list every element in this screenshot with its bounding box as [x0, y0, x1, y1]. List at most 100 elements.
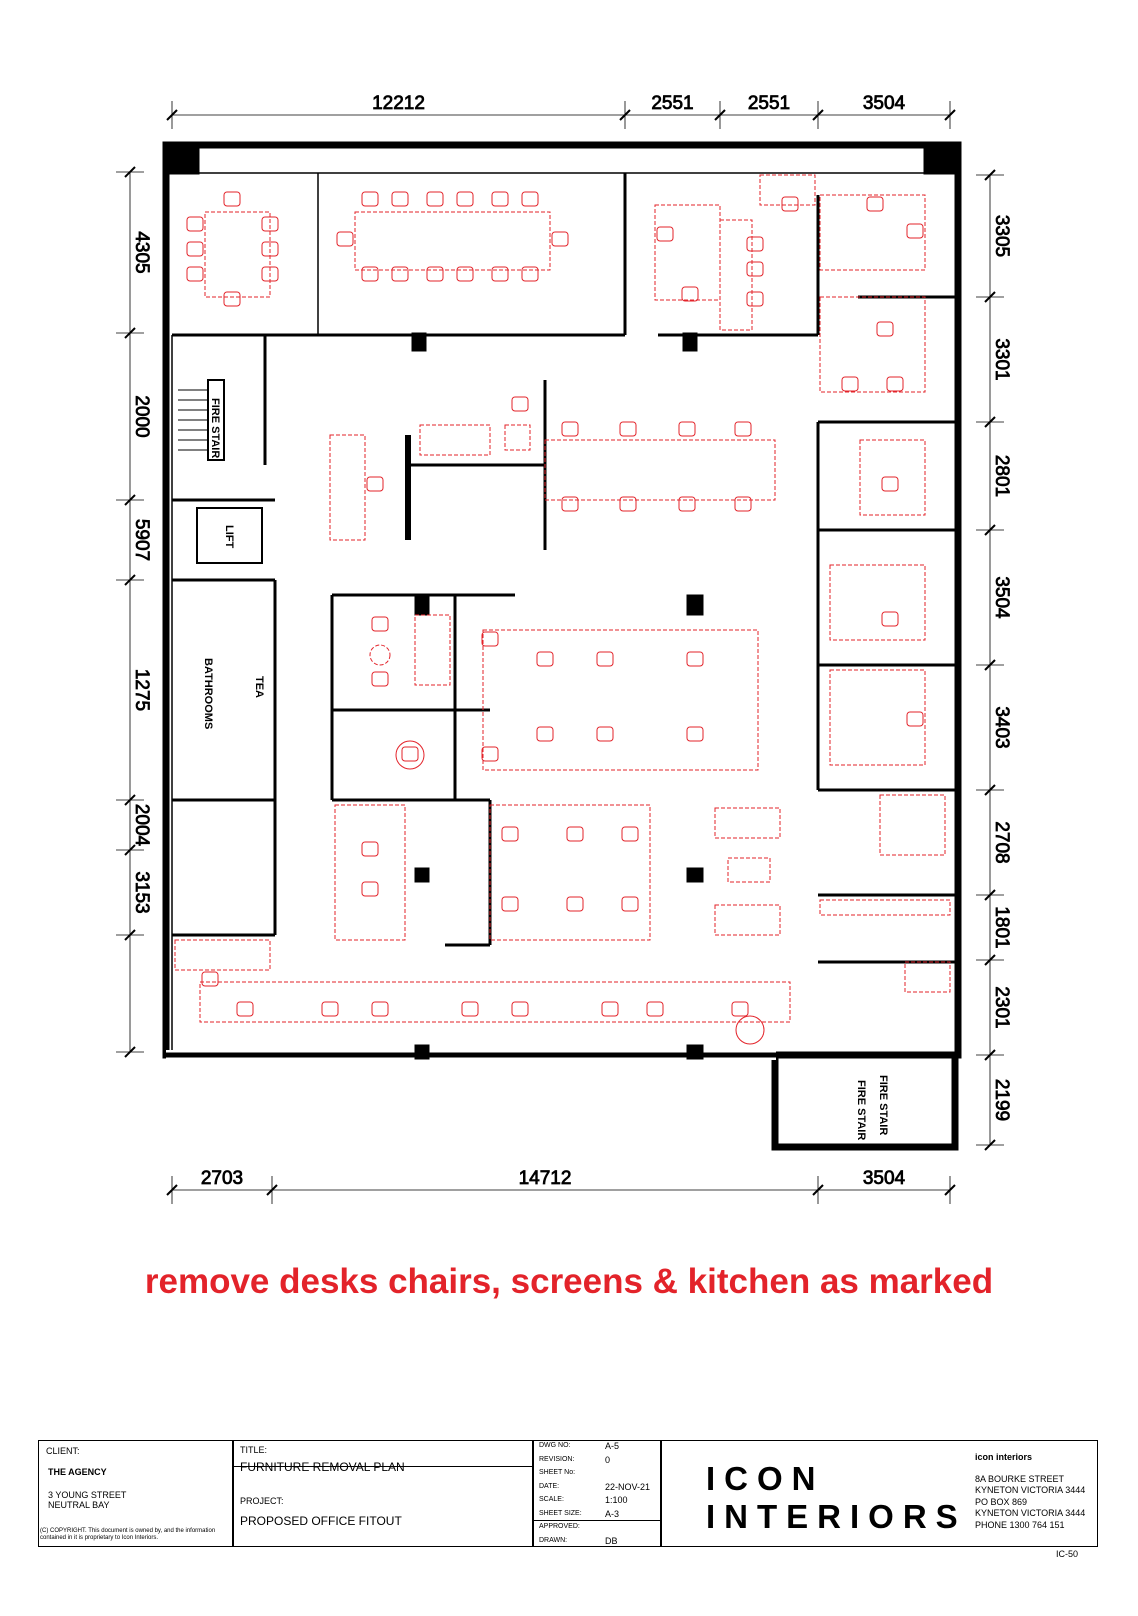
chair: [681, 286, 699, 302]
dimension-label: 2199: [991, 1079, 1012, 1121]
chair: [361, 841, 379, 857]
company-address: icon interiors 8A BOURKE STREET KYNETON …: [975, 1452, 1085, 1531]
chair: [781, 196, 799, 212]
chair: [361, 191, 379, 207]
chair: [746, 236, 764, 252]
client-name: THE AGENCY: [48, 1467, 107, 1477]
chair: [906, 223, 924, 239]
dimension-label: 1801: [991, 906, 1012, 948]
furniture-item: [759, 174, 816, 206]
chair: [491, 266, 509, 282]
chair: [521, 191, 539, 207]
dimension-label: 2703: [201, 1168, 243, 1189]
furniture-item: [354, 211, 551, 271]
dimension-label: 5907: [131, 519, 152, 561]
chair: [596, 651, 614, 667]
meta-value: 22-NOV-21: [605, 1481, 651, 1492]
dimension-label: 3504: [991, 576, 1012, 619]
chair: [481, 746, 499, 762]
furniture-item: [819, 194, 926, 271]
chair: [391, 191, 409, 207]
meta-value: A-3: [605, 1508, 620, 1519]
chair: [511, 396, 529, 412]
chair: [391, 266, 409, 282]
chair: [491, 191, 509, 207]
chair: [678, 421, 696, 437]
meta-value: 0: [605, 1454, 611, 1465]
chair: [886, 376, 904, 392]
chair: [881, 476, 899, 492]
furniture-item: [654, 204, 721, 301]
furniture-item: [174, 939, 271, 971]
room-label-lift: LIFT: [223, 525, 235, 548]
dimension-label: 3504: [863, 1168, 906, 1189]
chair: [686, 726, 704, 742]
chair: [261, 216, 279, 232]
chair: [619, 421, 637, 437]
room-label-fire-stair: FIRE STAIR: [209, 398, 221, 458]
chair: [186, 266, 204, 282]
removal-note: remove desks chairs, screens & kitchen a…: [144, 1262, 994, 1301]
dimension-label: 2551: [651, 93, 693, 114]
room-label-fire-stair-3: FIRE STAIR: [855, 1080, 867, 1140]
chair: [236, 1001, 254, 1017]
furniture-item: [414, 614, 451, 686]
furniture-item: [904, 961, 951, 993]
address-line: KYNETON VICTORIA 3444: [975, 1508, 1086, 1518]
furniture-item: [504, 424, 531, 451]
address-line: KYNETON VICTORIA 3444: [975, 1485, 1086, 1495]
chair: [223, 291, 241, 307]
meta-value: A-5: [605, 1441, 620, 1451]
dimension-label: 2301: [991, 986, 1012, 1028]
furniture-item: [819, 296, 926, 393]
dimension-label: 14712: [519, 1168, 572, 1189]
room-label-tea: TEA: [253, 676, 265, 698]
round-table: [735, 1015, 765, 1045]
chair: [456, 191, 474, 207]
chair: [906, 711, 924, 727]
chair: [678, 496, 696, 512]
project-label: PROJECT:: [240, 1496, 284, 1506]
chair: [361, 881, 379, 897]
company-logo: ICON INTERIORS: [706, 1460, 967, 1536]
dimension-label: 3301: [991, 338, 1012, 380]
chair: [876, 321, 894, 337]
chair: [601, 1001, 619, 1017]
copyright: (C) COPYRIGHT. This document is owned by…: [40, 1528, 216, 1541]
chair: [426, 191, 444, 207]
dimension-label: 12212: [372, 93, 425, 114]
drawing-title: FURNITURE REMOVAL PLAN: [240, 1460, 405, 1474]
walls: [162, 141, 962, 1151]
logo-line-1: ICON: [706, 1460, 825, 1497]
chair: [401, 746, 419, 762]
furniture-item: [489, 804, 651, 941]
chair: [596, 726, 614, 742]
meta-label: APPROVED:: [539, 1523, 580, 1530]
meta-label: DWG NO:: [539, 1442, 571, 1449]
chair: [686, 651, 704, 667]
chair: [621, 826, 639, 842]
chair: [501, 826, 519, 842]
meta-label: REVISION:: [539, 1455, 575, 1463]
furniture-item: [829, 564, 926, 641]
chair: [371, 616, 389, 632]
room-label-fire-stair-2: FIRE STAIR: [877, 1075, 889, 1135]
chair: [321, 1001, 339, 1017]
furniture-item: [714, 904, 781, 936]
chair: [461, 1001, 479, 1017]
client-label: CLIENT:: [46, 1446, 80, 1456]
title-block: [38, 1440, 1098, 1547]
furniture-item: [334, 804, 406, 941]
dimension-label: 2004: [131, 804, 152, 847]
chair: [261, 266, 279, 282]
furniture-item: [199, 981, 791, 1023]
client-address-1: 3 YOUNG STREET: [48, 1490, 127, 1500]
chair: [656, 226, 674, 242]
address-line: PHONE 1300 764 151: [975, 1519, 1065, 1530]
meta-label: SHEET No:: [539, 1469, 576, 1476]
title-label: TITLE:: [240, 1445, 268, 1455]
dimension-label: 2801: [991, 455, 1012, 497]
chair: [619, 496, 637, 512]
chair: [186, 241, 204, 257]
